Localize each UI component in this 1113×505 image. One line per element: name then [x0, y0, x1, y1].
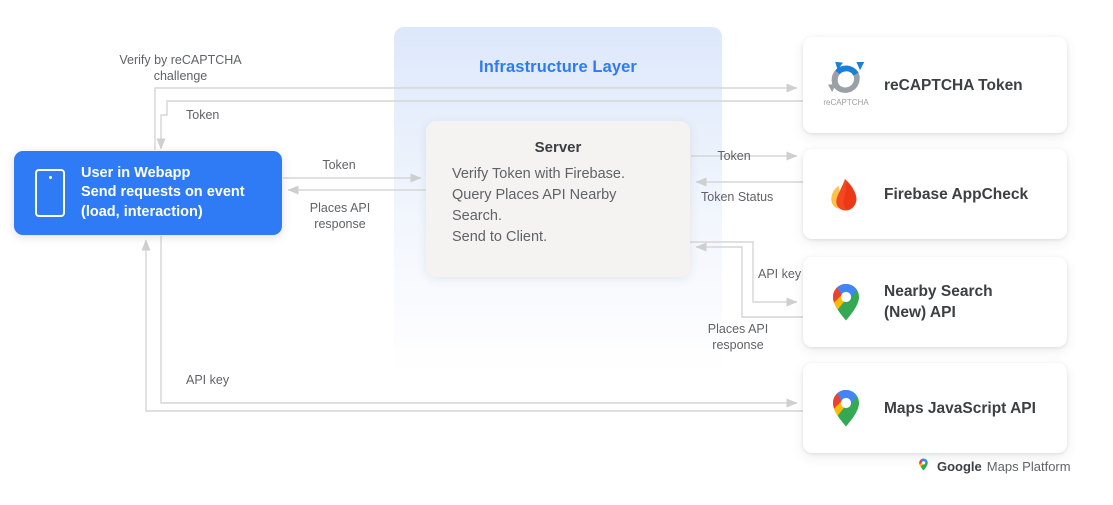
service-label-recaptcha-token: reCAPTCHA Token — [884, 76, 1023, 94]
firebase-logo — [823, 171, 869, 217]
google-maps-pin-logo — [823, 385, 869, 431]
user-line-2: Send requests on event — [81, 184, 245, 201]
footer-brand-light: Maps Platform — [986, 458, 1071, 474]
service-card-nearby-search[interactable]: Nearby Search (New) API — [803, 257, 1067, 347]
service-label-firebase-appcheck: Firebase AppCheck — [884, 185, 1029, 203]
user-line-1: User in Webapp — [81, 164, 191, 181]
label-api-key-to-mapsjs: API key — [186, 373, 230, 387]
google-maps-pin-logo — [823, 279, 869, 325]
label-places-api-response-nearby: Places API response — [707, 322, 769, 352]
user-line-3: (load, interaction) — [81, 203, 203, 220]
label-token-to-user: Token — [186, 108, 220, 122]
service-card-maps-javascript[interactable]: Maps JavaScript API — [803, 363, 1067, 453]
label-token-status-firebase: Token Status — [701, 190, 774, 204]
label-verify-recaptcha-challenge: Verify by reCAPTCHA challenge — [119, 53, 242, 83]
server-line-1: Verify Token with Firebase. — [452, 166, 626, 182]
user-in-webapp-card[interactable]: User in Webapp Send requests on event (l… — [14, 151, 282, 235]
phone-icon — [35, 169, 65, 217]
footer-brand-bold: Google — [937, 458, 982, 474]
label-token-server-to-firebase: Token — [717, 149, 751, 163]
server-line-3: Search. — [452, 208, 502, 224]
server-line-4: Send to Client. — [452, 229, 548, 245]
infrastructure-layer-title: Infrastructure Layer — [479, 58, 637, 76]
google-maps-pin-icon — [916, 457, 931, 475]
service-label-maps-javascript: Maps JavaScript API — [884, 399, 1036, 417]
label-token-user-to-server: Token — [322, 158, 356, 172]
server-card-title: Server — [534, 139, 582, 156]
server-line-2: Query Places API Nearby — [452, 187, 617, 203]
recaptcha-logo: reCAPTCHA — [823, 59, 869, 111]
server-card-body: Verify Token with Firebase. Query Places… — [452, 164, 690, 248]
server-card: Server Verify Token with Firebase. Query… — [426, 121, 690, 277]
recaptcha-logo-caption: reCAPTCHA — [823, 98, 869, 107]
service-label-nearby-search: Nearby Search (New) API — [884, 283, 993, 321]
google-maps-platform-footer: Google Maps Platform — [916, 457, 1071, 475]
user-card-text: User in Webapp Send requests on event (l… — [81, 164, 245, 223]
service-card-firebase-appcheck[interactable]: Firebase AppCheck — [803, 149, 1067, 239]
label-api-key-to-nearby: API key — [758, 267, 802, 281]
service-card-recaptcha-token[interactable]: reCAPTCHA reCAPTCHA Token — [803, 37, 1067, 133]
label-places-api-response-user: Places API response — [309, 201, 371, 231]
